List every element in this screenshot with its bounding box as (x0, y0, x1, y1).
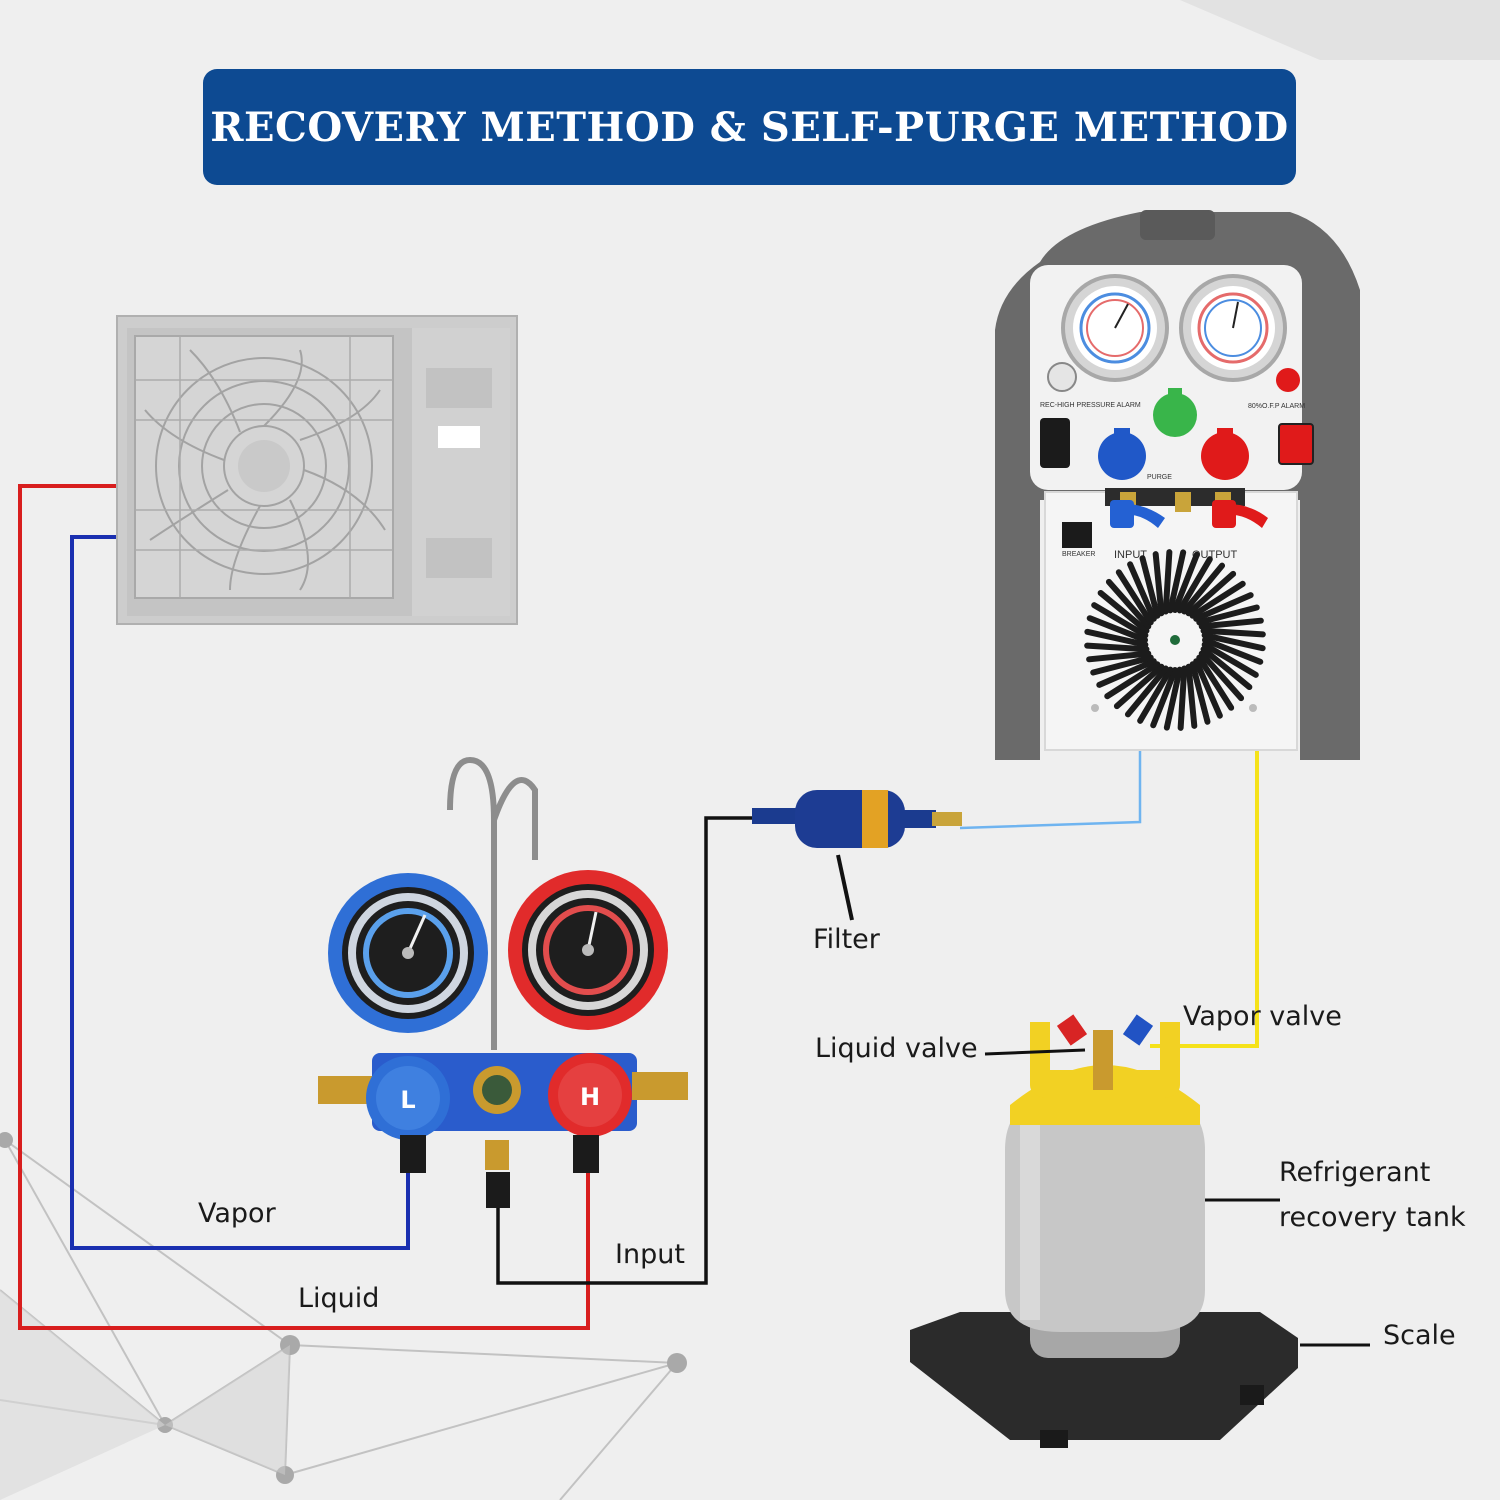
panel-text-breaker: BREAKER (1062, 551, 1095, 558)
grille-slot (1091, 602, 1149, 639)
grille-slot (1189, 661, 1211, 725)
grille-slot (1150, 667, 1178, 729)
grille-slot (1185, 570, 1237, 617)
grille-slot (1163, 666, 1183, 731)
grille-slot (1176, 556, 1213, 614)
vapor-hose-line (70, 535, 410, 1250)
grille-slot (1200, 627, 1266, 638)
background-polygon-decoration-2 (165, 1345, 290, 1475)
recovery-tank-label-line1: Refrigerant (1279, 1157, 1431, 1188)
grille-slot (1167, 549, 1187, 614)
grille-slot (1196, 604, 1260, 626)
manifold-gauge-set: L H (318, 756, 688, 1208)
grille-slot (1137, 666, 1174, 724)
grille-slot (1162, 549, 1173, 615)
grille-slot (1202, 637, 1264, 665)
grille-slot (1084, 642, 1150, 653)
grille-slot (1139, 555, 1161, 619)
panel-text-ofp-alarm: 80%O.F.P ALARM (1248, 403, 1305, 410)
recovery-tank-label-line2: recovery tank (1279, 1202, 1466, 1233)
filter-label: Filter (813, 924, 880, 955)
vapor-label: Vapor (198, 1198, 276, 1229)
input-hose-line (496, 816, 755, 1285)
grille-slot (1105, 578, 1152, 630)
grille-slot (1200, 646, 1253, 691)
grille-slot (1127, 561, 1157, 622)
grille-slot (1084, 628, 1149, 648)
grille-slot (1193, 658, 1223, 719)
grille-slot (1124, 665, 1169, 718)
background-corner-decoration (1180, 0, 1500, 60)
grille-slot (1104, 661, 1161, 700)
grille-slot (1097, 589, 1150, 634)
grille-slot (1115, 569, 1154, 626)
liquid-valve-label: Liquid valve (815, 1033, 978, 1064)
page-title: RECOVERY METHOD & SELF-PURGE METHOD (210, 103, 1289, 151)
recovery-machine: REC-HIGH PRESSURE ALARM 80%O.F.P ALARM P… (995, 210, 1360, 760)
machine-fan-grille (1084, 549, 1266, 731)
grille-slot (1201, 641, 1259, 678)
grille-slot (1172, 551, 1200, 613)
low-side-knob-label: L (400, 1086, 415, 1114)
high-side-knob-label: H (580, 1083, 600, 1111)
grille-slot (1090, 654, 1154, 676)
grille-slot (1198, 617, 1264, 630)
filter-drier (752, 790, 962, 921)
grille-slot (1096, 658, 1157, 688)
scale-label: Scale (1383, 1320, 1456, 1351)
outdoor-ac-unit (116, 315, 518, 625)
grille-slot (1113, 663, 1165, 710)
grille-slot (1177, 665, 1188, 731)
liquid-label: Liquid (298, 1283, 380, 1314)
recovery-tank-label: Refrigerant recovery tank (1279, 1150, 1489, 1240)
grille-slot (1198, 650, 1245, 702)
background-polygon-decoration (0, 1290, 165, 1500)
recovery-tank-with-scale (910, 1014, 1298, 1448)
input-label: Input (615, 1239, 685, 1270)
grille-slot (1152, 551, 1165, 617)
panel-text-pressure-alarm: REC-HIGH PRESSURE ALARM (1040, 402, 1141, 409)
panel-text-purge: PURGE (1147, 474, 1172, 481)
panel-text-output: OUTPUT (1192, 549, 1238, 561)
liquid-hose-line (18, 484, 590, 1330)
grille-slot (1181, 562, 1226, 615)
grille-slot (1193, 592, 1254, 622)
panel-text-input: INPUT (1114, 549, 1147, 561)
grille-slot (1086, 615, 1148, 643)
grille-slot (1189, 580, 1246, 619)
grille-slot (1086, 650, 1152, 663)
grille-slot (1201, 632, 1266, 652)
title-banner: RECOVERY METHOD & SELF-PURGE METHOD (203, 69, 1296, 185)
liquid-valve-leader (984, 1048, 1086, 1056)
grille-slot (1196, 654, 1235, 711)
grille-slot (1185, 663, 1198, 729)
vapor-valve-label: Vapor valve (1183, 1001, 1342, 1032)
